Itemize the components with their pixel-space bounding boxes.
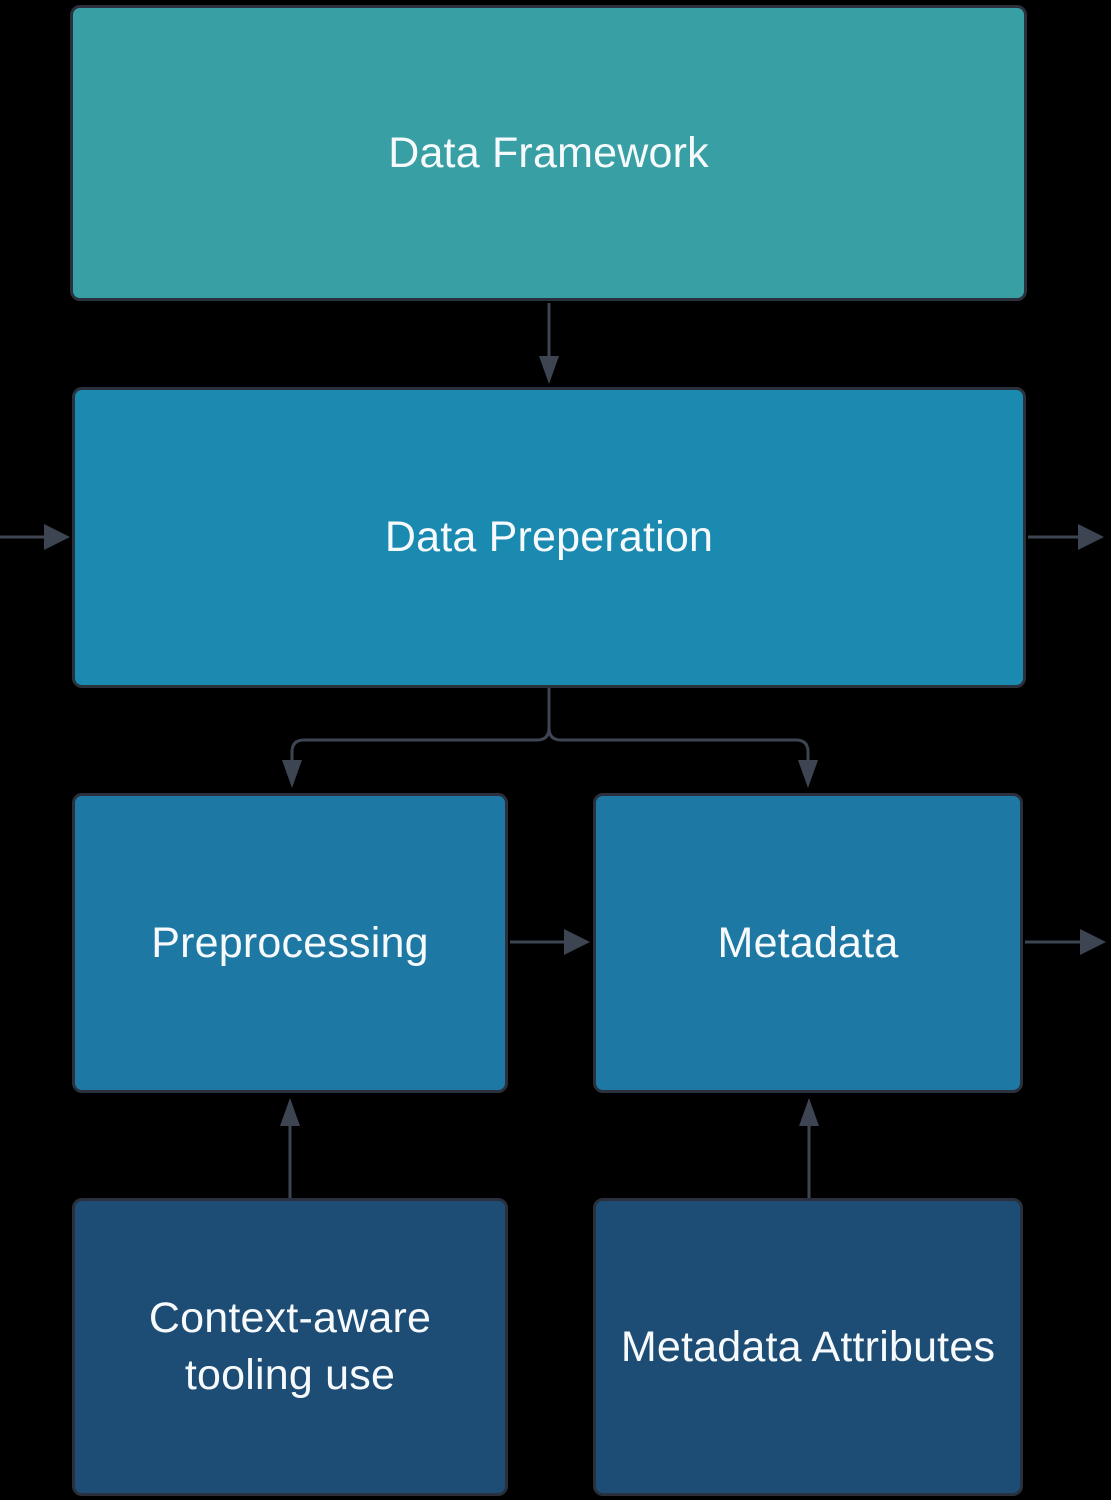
node-data-framework-label: Data Framework: [388, 128, 709, 177]
node-metadata-attributes[interactable]: Metadata Attributes: [593, 1198, 1023, 1496]
node-preprocessing-label: Preprocessing: [151, 918, 429, 967]
edge-offscreen-left-to-data-preperation: [0, 524, 70, 550]
edge-metadata-to-offscreen-right: [1025, 929, 1106, 955]
node-preprocessing[interactable]: Preprocessing: [72, 793, 508, 1093]
edge-context-aware-tooling-use-to-preprocessing: [280, 1098, 300, 1198]
node-data-preperation-label: Data Preperation: [384, 513, 714, 562]
edge-metadata-attributes-to-metadata: [799, 1098, 819, 1198]
edge-data-framework-to-data-preperation: [539, 303, 559, 384]
node-context-aware-tooling-use[interactable]: Context-aware tooling use: [72, 1198, 508, 1496]
node-data-framework[interactable]: Data Framework: [70, 5, 1027, 301]
node-metadata[interactable]: Metadata: [593, 793, 1023, 1093]
node-context-aware-tooling-use-label: Context-aware tooling use: [148, 1294, 432, 1399]
node-data-preperation[interactable]: Data Preperation: [72, 387, 1026, 688]
edge-preprocessing-to-metadata: [510, 929, 590, 955]
edge-data-preperation-to-offscreen-right: [1028, 524, 1104, 550]
edge-data-preperation-to-metadata: [547, 688, 818, 788]
node-metadata-label: Metadata: [717, 918, 899, 967]
node-metadata-attributes-label: Metadata Attributes: [620, 1322, 996, 1371]
edge-data-preperation-to-preprocessing: [282, 688, 551, 788]
